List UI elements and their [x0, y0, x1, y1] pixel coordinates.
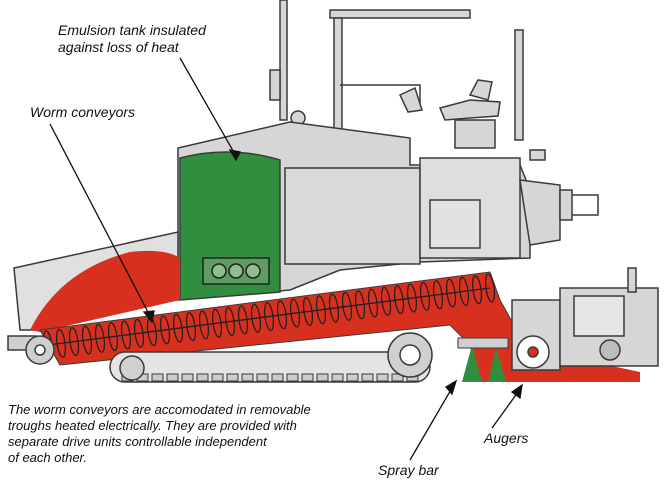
worm-flight: [237, 305, 249, 335]
track-link: [256, 373, 269, 382]
track-link: [151, 373, 164, 382]
worm-flight: [185, 312, 197, 342]
worm-flight: [484, 273, 496, 303]
worm-flight: [224, 306, 236, 337]
track-link: [166, 373, 179, 382]
worm-flight: [393, 285, 405, 315]
worm-flight: [315, 295, 327, 325]
emulsion-tank-label: Emulsion tank insulated against loss of …: [58, 22, 206, 55]
worm-flight: [406, 283, 418, 313]
worm-flight: [289, 298, 301, 328]
track-link: [181, 373, 194, 382]
track-link: [316, 373, 329, 382]
track-link: [346, 373, 359, 382]
hopper: [13, 231, 180, 332]
track-link: [301, 373, 314, 382]
track-link: [211, 373, 224, 382]
worm-flight: [211, 308, 223, 338]
auger-screed: [511, 267, 659, 371]
worm-flight: [341, 291, 353, 321]
track-link: [286, 373, 299, 382]
worm-flight: [120, 320, 132, 350]
leader-lines: [49, 57, 523, 461]
worm-flight: [354, 290, 366, 320]
worm-flight: [94, 323, 106, 353]
track-link: [241, 373, 254, 382]
worm-flight: [276, 300, 288, 330]
worm-flight: [471, 275, 483, 305]
track-link: [376, 373, 389, 382]
worm-flight: [172, 313, 184, 343]
worm-flight: [198, 310, 210, 340]
worm-flight: [432, 280, 444, 310]
spray-bar: [457, 337, 509, 382]
caption-text: The worm conveyors are accomodated in re…: [8, 402, 311, 465]
worm-flight: [367, 288, 379, 318]
track-assembly: [109, 332, 433, 383]
worm-flight: [328, 293, 340, 323]
worm-flight: [302, 296, 314, 327]
canopy-frame: [269, 0, 524, 141]
worm-flight: [445, 278, 457, 308]
track-link: [271, 373, 284, 382]
track-link: [196, 373, 209, 382]
worm-flight: [380, 286, 392, 316]
worm-screw: [42, 273, 496, 360]
worm-flight: [81, 325, 93, 355]
worm-flight: [419, 281, 431, 311]
worm-flight: [107, 322, 119, 352]
track-link: [331, 373, 344, 382]
worm-flight: [133, 318, 145, 348]
track-link: [226, 373, 239, 382]
worm-flight: [159, 315, 171, 345]
operator-seat: [399, 79, 546, 161]
track-link: [361, 373, 374, 382]
spray-bar-label: Spray bar: [378, 462, 439, 478]
push-roller: [7, 335, 55, 365]
emulsion-tank: [179, 151, 281, 301]
augers-label: Augers: [484, 430, 529, 446]
worm-conveyors-label: Worm conveyors: [30, 104, 136, 120]
worm-flight: [263, 301, 275, 332]
worm-flight: [250, 303, 262, 333]
worm-flight: [68, 327, 80, 357]
worm-flight: [55, 328, 67, 358]
worm-flight: [458, 276, 470, 306]
